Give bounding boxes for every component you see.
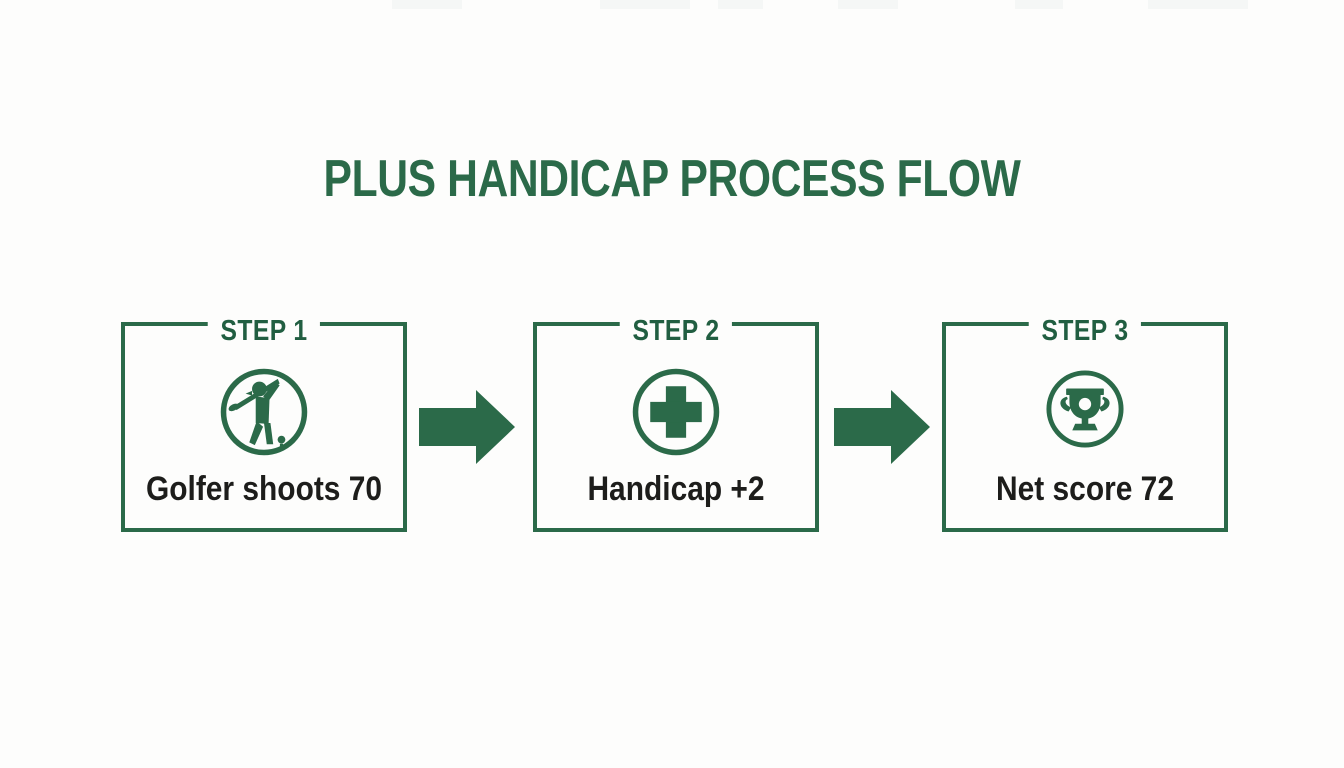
- step-3-label: STEP 3: [1028, 313, 1142, 349]
- right-arrow-icon: [419, 390, 515, 464]
- step-2-caption: Handicap +2: [587, 470, 765, 508]
- page-title: PLUS HANDICAP PROCESS FLOW: [323, 150, 1021, 208]
- plus-circle-icon: [630, 366, 722, 458]
- right-arrow-icon: [834, 390, 930, 464]
- step-3-caption: Net score 72: [996, 470, 1174, 508]
- step-2-box: STEP 2 Handicap +2: [533, 313, 819, 532]
- top-edge-artifacts: [0, 0, 1344, 12]
- step-1-label: STEP 1: [207, 313, 321, 349]
- step-1-caption: Golfer shoots 70: [145, 470, 383, 508]
- step-1-box: STEP 1 Golfer shoots 70: [121, 313, 407, 532]
- step-3-box: STEP 3 Net score 72: [942, 313, 1228, 532]
- golfer-swing-icon: [218, 366, 310, 458]
- trophy-icon: [1044, 368, 1126, 450]
- step-2-label: STEP 2: [619, 313, 733, 349]
